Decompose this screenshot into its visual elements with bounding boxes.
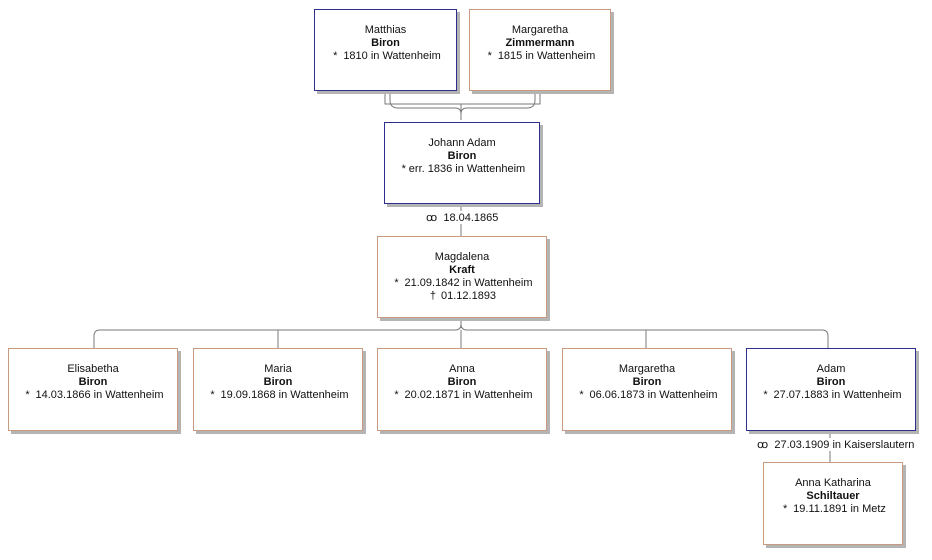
surname: Biron bbox=[263, 376, 293, 388]
surname: Biron bbox=[447, 376, 477, 388]
birth-info: 1815 in Wattenheim bbox=[497, 50, 596, 62]
marriage-label: ꝏ 27.03.1909 in Kaiserslautern bbox=[755, 438, 917, 451]
person-box-child-spouse[interactable]: Anna Katharina Schiltauer * 19.11.1891 i… bbox=[763, 462, 903, 545]
birth-symbol: * bbox=[394, 277, 399, 289]
first-name: Margaretha bbox=[511, 24, 569, 36]
death-symbol: † bbox=[429, 290, 436, 302]
birth-symbol: * bbox=[394, 389, 399, 401]
surname: Schiltauer bbox=[806, 490, 860, 502]
person-box-child-1[interactable]: Elisabetha Biron * 14.03.1866 in Wattenh… bbox=[8, 348, 178, 431]
birth-symbol: * bbox=[579, 389, 584, 401]
birth-symbol: * bbox=[210, 389, 215, 401]
person-box-child-4[interactable]: Margaretha Biron * 06.06.1873 in Wattenh… bbox=[562, 348, 732, 431]
person-box-child-3[interactable]: Anna Biron * 20.02.1871 in Wattenheim bbox=[377, 348, 547, 431]
surname: Kraft bbox=[449, 264, 475, 276]
first-name: Margaretha bbox=[618, 363, 676, 375]
person-box-mother[interactable]: Margaretha Zimmermann * 1815 in Wattenhe… bbox=[469, 9, 611, 91]
first-name: Adam bbox=[816, 363, 846, 375]
first-name: Johann Adam bbox=[428, 137, 496, 149]
person-box-spouse[interactable]: Magdalena Kraft * 21.09.1842 in Wattenhe… bbox=[377, 236, 547, 318]
birth-info: err. 1836 in Wattenheim bbox=[408, 163, 526, 175]
first-name: Anna Katharina bbox=[795, 477, 871, 489]
birth-info: 27.07.1883 in Wattenheim bbox=[773, 389, 902, 401]
surname: Biron bbox=[816, 376, 846, 388]
birth-info: 1810 in Wattenheim bbox=[343, 50, 441, 62]
birth-symbol: * bbox=[333, 50, 338, 62]
surname: Zimmermann bbox=[505, 37, 575, 49]
birth-info: 19.11.1891 in Metz bbox=[793, 503, 886, 515]
first-name: Matthias bbox=[364, 24, 407, 36]
first-name: Maria bbox=[264, 363, 292, 375]
birth-info: 21.09.1842 in Wattenheim bbox=[404, 277, 533, 289]
birth-symbol: * bbox=[782, 503, 788, 515]
birth-symbol: * bbox=[487, 50, 492, 62]
person-box-child-2[interactable]: Maria Biron * 19.09.1868 in Wattenheim bbox=[193, 348, 363, 431]
first-name: Magdalena bbox=[434, 251, 490, 263]
death-info: 01.12.1893 bbox=[441, 290, 497, 302]
person-box-subject[interactable]: Johann Adam Biron *err. 1836 in Wattenhe… bbox=[384, 122, 540, 204]
birth-info: 19.09.1868 in Wattenheim bbox=[220, 389, 349, 401]
birth-symbol: * bbox=[401, 163, 406, 175]
marriage-label: ꝏ 18.04.1865 bbox=[424, 211, 501, 224]
first-name: Elisabetha bbox=[67, 363, 119, 375]
surname: Biron bbox=[447, 150, 477, 162]
first-name: Anna bbox=[449, 363, 475, 375]
birth-info: 20.02.1871 in Wattenheim bbox=[404, 389, 533, 401]
birth-symbol: * bbox=[763, 389, 768, 401]
person-box-father[interactable]: Matthias Biron * 1810 in Wattenheim bbox=[314, 9, 457, 91]
person-box-child-5[interactable]: Adam Biron * 27.07.1883 in Wattenheim bbox=[746, 348, 916, 431]
marriage-symbol-icon: ꝏ bbox=[757, 439, 769, 451]
surname: Biron bbox=[78, 376, 108, 388]
marriage-symbol-icon: ꝏ bbox=[426, 212, 438, 224]
birth-symbol: * bbox=[25, 389, 30, 401]
birth-info: 14.03.1866 in Wattenheim bbox=[35, 389, 164, 401]
birth-info: 06.06.1873 in Wattenheim bbox=[589, 389, 718, 401]
marriage-date: 18.04.1865 bbox=[443, 212, 499, 224]
marriage-date: 27.03.1909 in Kaiserslautern bbox=[774, 439, 915, 451]
surname: Biron bbox=[632, 376, 662, 388]
surname: Biron bbox=[371, 37, 400, 49]
